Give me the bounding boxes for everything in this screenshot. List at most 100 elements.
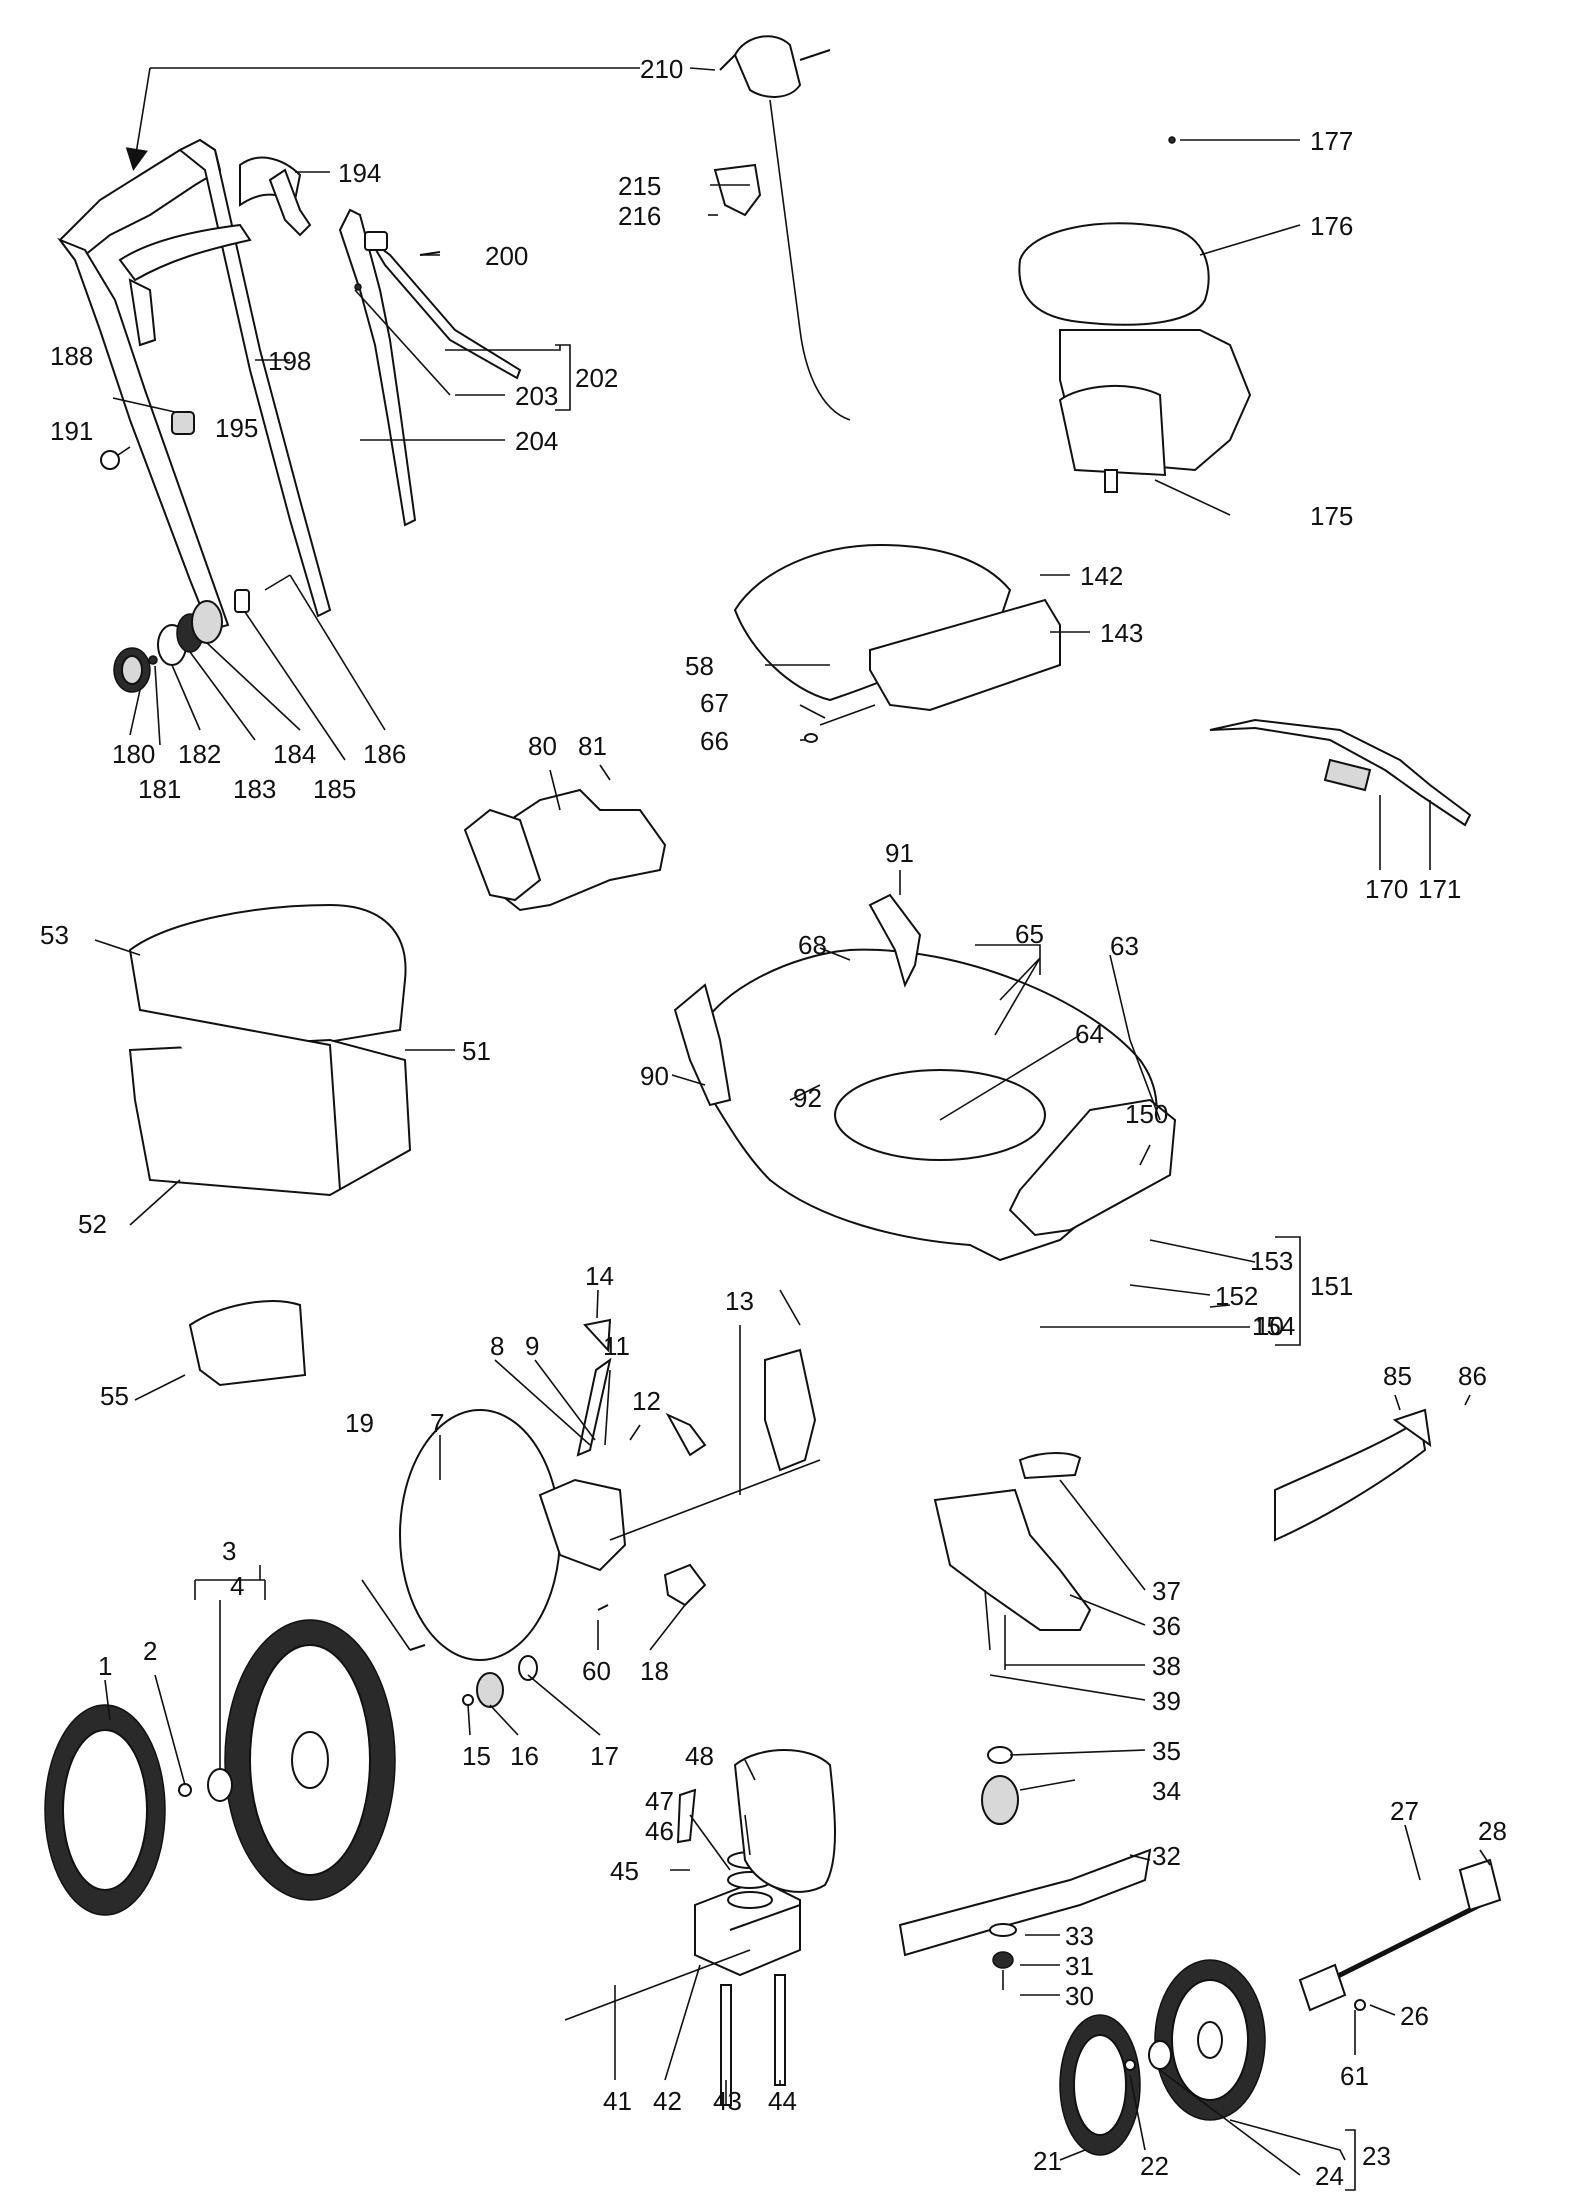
callout-31: 31 <box>1065 1951 1094 1981</box>
callout-184: 184 <box>273 739 316 769</box>
callout-195: 195 <box>215 413 258 443</box>
callout-85: 85 <box>1383 1361 1412 1391</box>
gearbox-assembly <box>564 1749 836 2106</box>
front-wheel-assembly <box>1059 1959 1266 2156</box>
callout-188: 188 <box>50 341 93 371</box>
callout-53: 53 <box>40 920 69 950</box>
callout-21: 21 <box>1033 2146 1062 2176</box>
callout-14: 14 <box>585 1261 614 1291</box>
callout-215: 215 <box>618 171 661 201</box>
callout-7: 7 <box>430 1408 444 1438</box>
wheel-hub-parts <box>113 574 291 693</box>
handlebar-assembly <box>57 138 417 632</box>
callout-183: 183 <box>233 774 276 804</box>
callout-12: 12 <box>632 1386 661 1416</box>
callout-18: 18 <box>640 1656 669 1686</box>
callout-210: 210 <box>640 54 683 84</box>
callout-3: 3 <box>222 1536 236 1566</box>
callout-86: 86 <box>1458 1361 1487 1391</box>
callout-203: 203 <box>515 381 558 411</box>
callout-28: 28 <box>1478 1816 1507 1846</box>
callout-151: 151 <box>1310 1271 1353 1301</box>
callout-91: 91 <box>885 838 914 868</box>
mower-deck <box>673 893 1177 1262</box>
small-drive-parts <box>409 1563 707 1708</box>
callout-194: 194 <box>338 158 381 188</box>
callout-68: 68 <box>798 930 827 960</box>
discharge-chute <box>463 788 667 912</box>
callout-24: 24 <box>1315 2161 1344 2191</box>
callout-202: 202 <box>575 363 618 393</box>
rear-wheel-assembly <box>44 1619 396 1916</box>
callout-32: 32 <box>1152 1841 1181 1871</box>
bail-control-unit <box>713 35 851 421</box>
callout-52: 52 <box>78 1209 107 1239</box>
callout-leaders <box>94 67 1491 2191</box>
callout-66: 66 <box>700 726 729 756</box>
callout-92: 92 <box>793 1083 822 1113</box>
callout-37: 37 <box>1152 1576 1181 1606</box>
front-axle-assembly <box>1298 1858 1502 2012</box>
blade-assembly <box>898 1746 1152 1990</box>
callout-65: 65 <box>1015 919 1044 949</box>
callout-13: 13 <box>725 1286 754 1316</box>
callout-41: 41 <box>603 2086 632 2116</box>
callout-39: 39 <box>1152 1686 1181 1716</box>
callout-15: 15 <box>462 1741 491 1771</box>
callout-33: 33 <box>1065 1921 1094 1951</box>
callout-55: 55 <box>100 1381 129 1411</box>
engine-assembly <box>1018 136 1252 493</box>
callout-45: 45 <box>610 1856 639 1886</box>
rear-comb <box>1274 1408 1432 1542</box>
callout-8: 8 <box>490 1331 504 1361</box>
callout-170: 170 <box>1365 874 1408 904</box>
callout-67: 67 <box>700 688 729 718</box>
callout-35: 35 <box>1152 1736 1181 1766</box>
callout-1: 1 <box>98 1651 112 1681</box>
callout-38: 38 <box>1152 1651 1181 1681</box>
callout-143: 143 <box>1100 618 1143 648</box>
callout-9: 9 <box>525 1331 539 1361</box>
height-adjust-rod <box>1209 718 1472 827</box>
callout-63: 63 <box>1110 931 1139 961</box>
callout-150: 150 <box>1125 1099 1168 1129</box>
mulch-plug <box>188 1300 307 1387</box>
callout-200: 200 <box>485 241 528 271</box>
callout-198: 198 <box>268 346 311 376</box>
callout-152: 152 <box>1215 1281 1258 1311</box>
callout-19: 19 <box>345 1408 374 1438</box>
callout-185: 185 <box>313 774 356 804</box>
callout-154: 154 <box>1252 1311 1295 1341</box>
callout-171: 171 <box>1418 874 1461 904</box>
callout-180: 180 <box>112 739 155 769</box>
callout-191: 191 <box>50 416 93 446</box>
callout-186: 186 <box>363 739 406 769</box>
callout-58: 58 <box>685 651 714 681</box>
callout-16: 16 <box>510 1741 539 1771</box>
callout-204: 204 <box>515 426 558 456</box>
cable-parts <box>354 231 522 396</box>
callout-48: 48 <box>685 1741 714 1771</box>
grass-collector <box>128 903 412 1197</box>
callout-36: 36 <box>1152 1611 1181 1641</box>
callout-10: 10 <box>1255 1311 1284 1341</box>
callout-81: 81 <box>578 731 607 761</box>
callout-2: 2 <box>143 1636 157 1666</box>
callout-64: 64 <box>1075 1019 1104 1049</box>
callout-4: 4 <box>230 1571 244 1601</box>
small-hardware-188-191 <box>100 411 195 470</box>
callout-175: 175 <box>1310 501 1353 531</box>
callout-153: 153 <box>1250 1246 1293 1276</box>
rear-deflector <box>933 1452 1092 1670</box>
callout-26: 26 <box>1400 2001 1429 2031</box>
callout-43: 43 <box>713 2086 742 2116</box>
rear-cover-and-flap <box>733 543 1061 743</box>
callout-23: 23 <box>1362 2141 1391 2171</box>
callout-30: 30 <box>1065 1981 1094 2011</box>
callout-27: 27 <box>1390 1796 1419 1826</box>
callout-90: 90 <box>640 1061 669 1091</box>
callout-44: 44 <box>768 2086 797 2116</box>
